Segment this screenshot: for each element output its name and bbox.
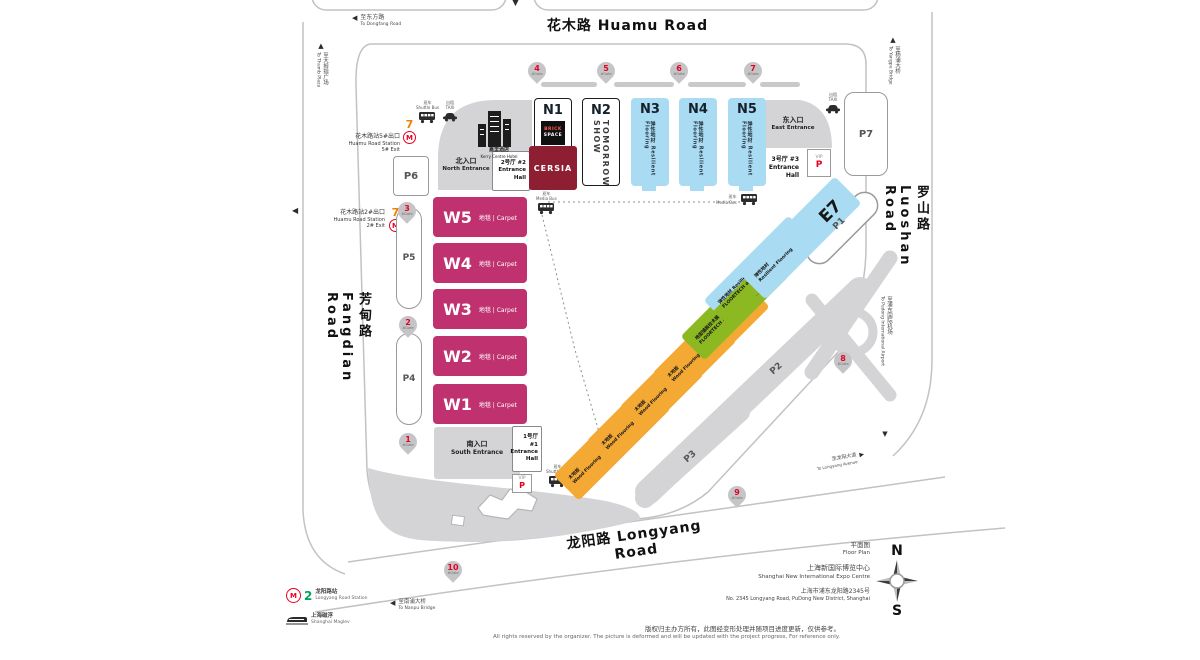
- cersia-pavilion[interactable]: CERSIA: [529, 146, 577, 190]
- parking-p4[interactable]: P4: [396, 333, 422, 425]
- gate-pin-1[interactable]: 1#Gate: [395, 429, 421, 455]
- huamu-road-label: 花木路 Huamu Road: [546, 18, 709, 34]
- metro-logo-icon: M: [286, 588, 301, 603]
- hall-n2[interactable]: N2 TOMORROW SHOW: [582, 98, 620, 187]
- huamu-station-5-exit-label: 花木路站5#出口 Huamu Road Station 5# Exit: [348, 133, 400, 154]
- gate-pin-4[interactable]: 4#Gate: [524, 58, 550, 84]
- taxi-icon: [443, 113, 457, 122]
- huamu-station-5-line-badge: 7 M: [403, 119, 416, 144]
- left-arrow-icon: ◀: [352, 14, 358, 22]
- metro-logo-icon: M: [403, 131, 416, 144]
- gate-pin-5[interactable]: 5#Gate: [593, 58, 619, 84]
- gate-pin-8[interactable]: 8#Gate: [830, 348, 856, 374]
- taxi-icon: [826, 105, 840, 114]
- gate-pin-3[interactable]: 3#Gate: [394, 198, 420, 224]
- line-2-badge: 2: [304, 588, 313, 603]
- parking-p5[interactable]: P5: [396, 207, 422, 309]
- up-arrow-icon: ▲: [318, 42, 324, 50]
- gate-pin-7[interactable]: 7#Gate: [740, 58, 766, 84]
- gate-pin-6[interactable]: 6#Gate: [666, 58, 692, 84]
- up-arrow-icon: ▲: [890, 36, 896, 44]
- gate-pin-10[interactable]: 10#Gate: [440, 557, 466, 583]
- bus-icon: [538, 203, 555, 215]
- bus-icon: [419, 112, 436, 124]
- compass: N S: [874, 544, 920, 618]
- down-arrow-icon: ▼: [512, 0, 519, 8]
- parking-p6[interactable]: P6: [393, 156, 429, 196]
- left-arrow-icon: ◀: [390, 599, 396, 607]
- copyright-notice: 版权归主办方所有，此图经变形处理并随项目进度更新，仅供参考。 All right…: [493, 625, 840, 641]
- parking-p7[interactable]: P7: [844, 92, 888, 176]
- hotel-building-icon: [478, 111, 511, 147]
- luoshan-road-label: 罗山路 Luoshan Road: [882, 185, 929, 268]
- huamu-station-2-exit-label: 花木路站2#出口 Huamu Road Station 2# Exit: [333, 209, 385, 230]
- compass-north-label: N: [891, 543, 903, 559]
- n2-brand-text: TOMORROW SHOW: [592, 120, 610, 187]
- line-7-badge: 7: [405, 118, 414, 131]
- down-arrow-icon: ▼: [882, 430, 888, 438]
- gate-pin-9[interactable]: 9#Gate: [724, 482, 750, 508]
- fangdian-road-label: 芳甸路 Fangdian Road: [324, 292, 371, 384]
- left-arrow-icon: ◀: [292, 206, 299, 215]
- line-7-badge: 7: [391, 206, 400, 219]
- compass-south-label: S: [891, 603, 903, 619]
- right-arrow-icon: ▶: [858, 450, 865, 459]
- gate-pin-2[interactable]: 2#Gate: [395, 312, 421, 338]
- bus-icon: [740, 194, 757, 206]
- maglev-train-icon: [286, 616, 308, 625]
- compass-rose-icon: [876, 560, 918, 602]
